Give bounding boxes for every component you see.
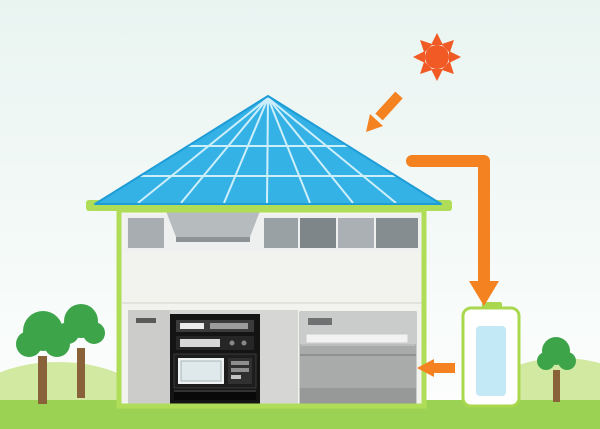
sun-icon bbox=[413, 33, 461, 81]
arrow-sun-to-roof bbox=[366, 91, 403, 132]
tree-left-group bbox=[16, 304, 105, 404]
storage-battery-unit bbox=[461, 302, 521, 408]
dishwasher bbox=[299, 311, 417, 405]
arrowhead bbox=[366, 114, 383, 132]
solar-panel-roof bbox=[94, 95, 442, 205]
display-panel bbox=[180, 339, 220, 347]
solar-panel-grid bbox=[137, 97, 397, 204]
vent-hood bbox=[166, 211, 260, 242]
knob bbox=[241, 340, 247, 346]
window-pane bbox=[264, 218, 298, 248]
tree-foliage bbox=[537, 337, 576, 370]
window-pane bbox=[300, 218, 336, 248]
window-pane bbox=[376, 218, 418, 248]
window-pane bbox=[128, 218, 164, 248]
arrowhead bbox=[469, 281, 499, 306]
arrow-battery-to-appliances bbox=[417, 359, 455, 377]
tree-trunk bbox=[553, 370, 560, 402]
tree-trunks bbox=[38, 348, 85, 404]
battery-cell bbox=[476, 326, 506, 396]
roof-outline bbox=[94, 95, 442, 205]
floor-divider bbox=[122, 302, 422, 304]
tree-foliage bbox=[16, 304, 105, 357]
tree-right-group bbox=[537, 337, 576, 402]
knob bbox=[229, 340, 235, 346]
arrow-roof-to-battery bbox=[406, 155, 499, 306]
house bbox=[86, 95, 452, 409]
appliance-slot bbox=[305, 333, 409, 344]
display-panel bbox=[180, 323, 204, 329]
window-pane bbox=[338, 218, 374, 248]
cabinet-handle bbox=[136, 318, 156, 323]
appliance-stack bbox=[170, 314, 260, 404]
appliance-handle bbox=[308, 318, 332, 325]
arrowhead bbox=[417, 359, 434, 377]
